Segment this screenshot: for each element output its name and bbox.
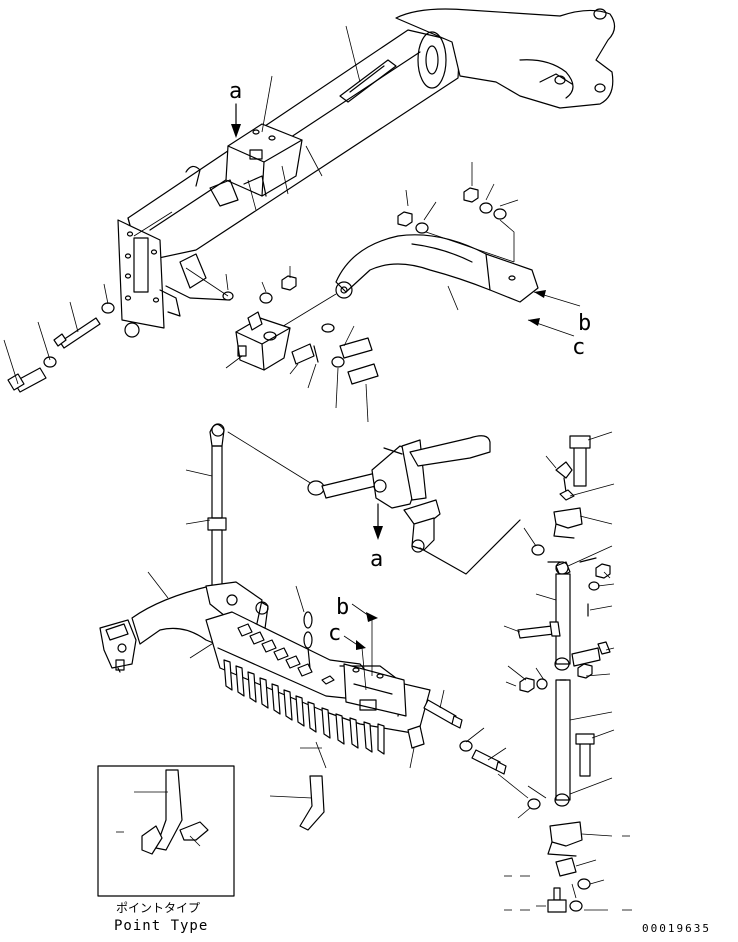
control-linkage [185,423,521,591]
washer-icon [479,202,493,214]
ripper-tooth-icon [223,659,385,755]
svg-text:c: c [572,335,585,360]
bolt-icon [339,337,373,359]
bolt-icon [423,699,457,725]
point-type-inset: ポイントタイプ Point Type [97,765,235,934]
bolt-icon [407,725,425,749]
beam-pin [295,585,335,685]
svg-text:b: b [578,311,591,336]
leader-lines-top [133,25,361,237]
connecting-arm [279,234,539,329]
nut-icon [281,275,297,291]
washer-icon [43,356,57,368]
washer-icon [321,323,335,333]
washer-icon [577,878,591,890]
washer-icon [259,292,273,304]
bolt-icon [517,625,555,639]
ripper-tooth-icon [141,825,163,855]
bolt-icon [347,363,379,385]
arrow-icon [373,526,383,540]
nut-icon [463,187,479,203]
arm-hardware: b c [397,162,591,360]
bolt-icon [579,741,591,777]
nut-icon [397,211,413,227]
arrow-icon [231,124,241,138]
bolt-icon [571,647,601,667]
right-rod-assembly [503,431,632,913]
clevis-bracket [185,266,379,423]
svg-text:a: a [370,547,383,572]
frame-hardware [3,283,115,393]
bolt-icon [13,367,47,393]
washer-icon [415,222,429,234]
bolt-icon [573,445,587,487]
arrow-icon [366,612,378,622]
svg-text:c: c [328,621,341,646]
ripper-arm [99,571,269,673]
nut-icon [577,663,593,679]
drawing-number: 00019635 [642,922,711,935]
bolt-icon [471,749,501,771]
washer-icon [588,581,600,591]
ripper-beam [205,611,431,831]
ripper-tooth-icon [299,775,325,831]
washer-icon [569,900,583,912]
callout-bc-mid: b c [328,595,378,691]
washer-icon [331,356,345,368]
washer-icon [493,208,507,220]
pin-icon [291,343,315,365]
arrow-icon [528,318,540,326]
svg-text:a: a [229,79,242,104]
callout-a-top: a [229,79,242,138]
svg-text:b: b [336,595,349,620]
beam-hardware [407,689,529,799]
pin-icon [313,345,319,363]
nut-icon [547,899,567,913]
washer-icon [536,678,548,690]
washer-icon [101,302,115,314]
ripper-tooth-icon [155,769,183,851]
arrow-icon [534,290,546,298]
washer-icon [459,740,473,752]
washer-icon [531,544,545,556]
ripper-tooth-icon [179,821,209,841]
callout-a-mid: a [370,503,383,572]
washer-icon [527,798,541,810]
arrow-icon [356,640,366,650]
bolt-icon [59,317,101,349]
svg-text:Point Type: Point Type [114,918,208,934]
svg-text:ポイントタイプ: ポイントタイプ [116,901,200,915]
nut-icon [519,677,535,693]
main-frame [117,8,616,338]
